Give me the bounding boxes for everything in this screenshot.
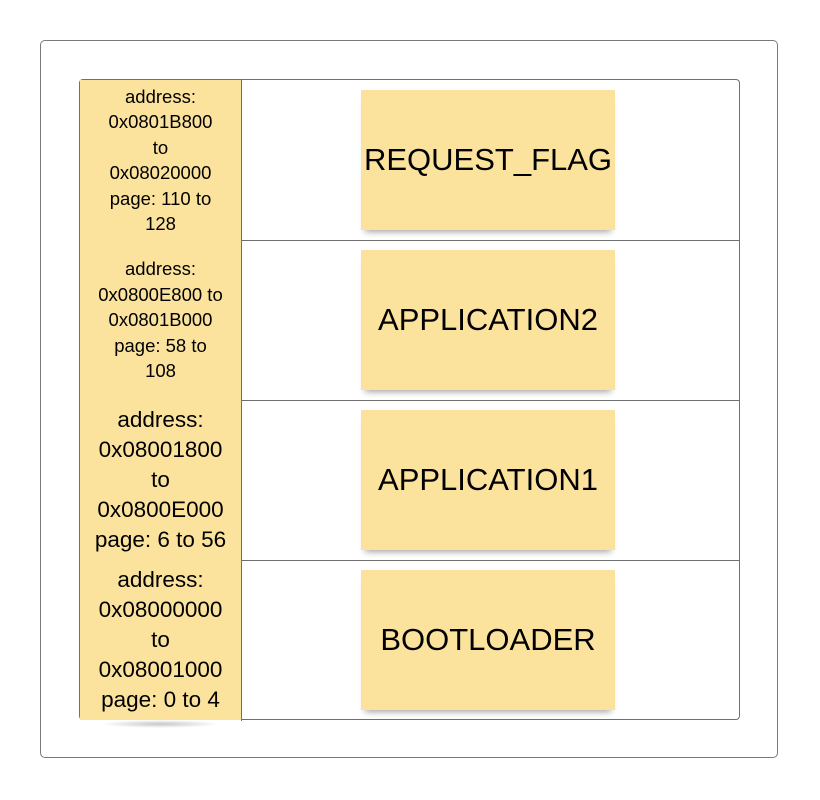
range-separator: to bbox=[151, 467, 170, 492]
address-label: address: bbox=[125, 258, 196, 280]
region-name: BOOTLOADER bbox=[380, 622, 596, 657]
memory-region-application2: address: 0x0800E800 to 0x0801B000 page: … bbox=[80, 240, 739, 400]
memory-region-application1: address: 0x08001800 to 0x0800E000 page: … bbox=[80, 400, 739, 560]
address-label: address: bbox=[125, 85, 196, 107]
address-cell: address: 0x0800E800 to 0x0801B000 page: … bbox=[80, 240, 241, 400]
address-label: address: bbox=[117, 567, 204, 592]
end-address: 0x0801B000 bbox=[108, 309, 213, 331]
end-address: 0x0800E000 bbox=[97, 497, 224, 522]
flash-memory-map: address: 0x0801B800 to 0x08020000 page: … bbox=[79, 79, 740, 728]
page-range-end: 128 bbox=[145, 213, 176, 234]
page-range-end: 108 bbox=[145, 360, 176, 382]
start-address: 0x08000000 bbox=[98, 597, 223, 622]
page-range: page: 58 to bbox=[114, 334, 207, 356]
region-label-box: REQUEST_FLAG bbox=[361, 90, 615, 230]
address-cell: address: 0x0801B800 to 0x08020000 page: … bbox=[80, 80, 241, 240]
start-address: 0x0800E800 to bbox=[98, 283, 223, 305]
region-label-box: APPLICATION2 bbox=[361, 250, 615, 390]
row-divider bbox=[80, 240, 739, 241]
address-column-shadow bbox=[100, 720, 220, 728]
end-address: 0x08001000 bbox=[98, 657, 223, 682]
page-range: page: 110 to bbox=[109, 187, 212, 209]
page-range: page: 6 to 56 bbox=[94, 527, 227, 552]
region-name: APPLICATION1 bbox=[378, 462, 598, 497]
range-separator: to bbox=[151, 627, 170, 652]
row-divider bbox=[80, 560, 739, 561]
start-address: 0x08001800 bbox=[98, 437, 223, 462]
address-cell: address: 0x08000000 to 0x08001000 page: … bbox=[80, 560, 241, 720]
row-divider bbox=[80, 400, 739, 401]
memory-region-bootloader: address: 0x08000000 to 0x08001000 page: … bbox=[80, 560, 739, 720]
region-name: APPLICATION2 bbox=[378, 302, 598, 337]
address-cell: address: 0x08001800 to 0x0800E000 page: … bbox=[80, 400, 241, 560]
diagram-frame bbox=[40, 40, 778, 758]
region-label-box: BOOTLOADER bbox=[361, 570, 615, 710]
memory-region-request-flag: address: 0x0801B800 to 0x08020000 page: … bbox=[80, 80, 739, 240]
end-address: 0x08020000 bbox=[109, 162, 212, 183]
column-divider bbox=[241, 80, 242, 721]
region-label-box: APPLICATION1 bbox=[361, 410, 615, 550]
region-name: REQUEST_FLAG bbox=[363, 142, 613, 177]
range-separator: to bbox=[152, 136, 169, 158]
start-address: 0x0801B800 bbox=[108, 111, 213, 132]
address-label: address: bbox=[117, 407, 204, 432]
page-range: page: 0 to 4 bbox=[101, 687, 220, 712]
